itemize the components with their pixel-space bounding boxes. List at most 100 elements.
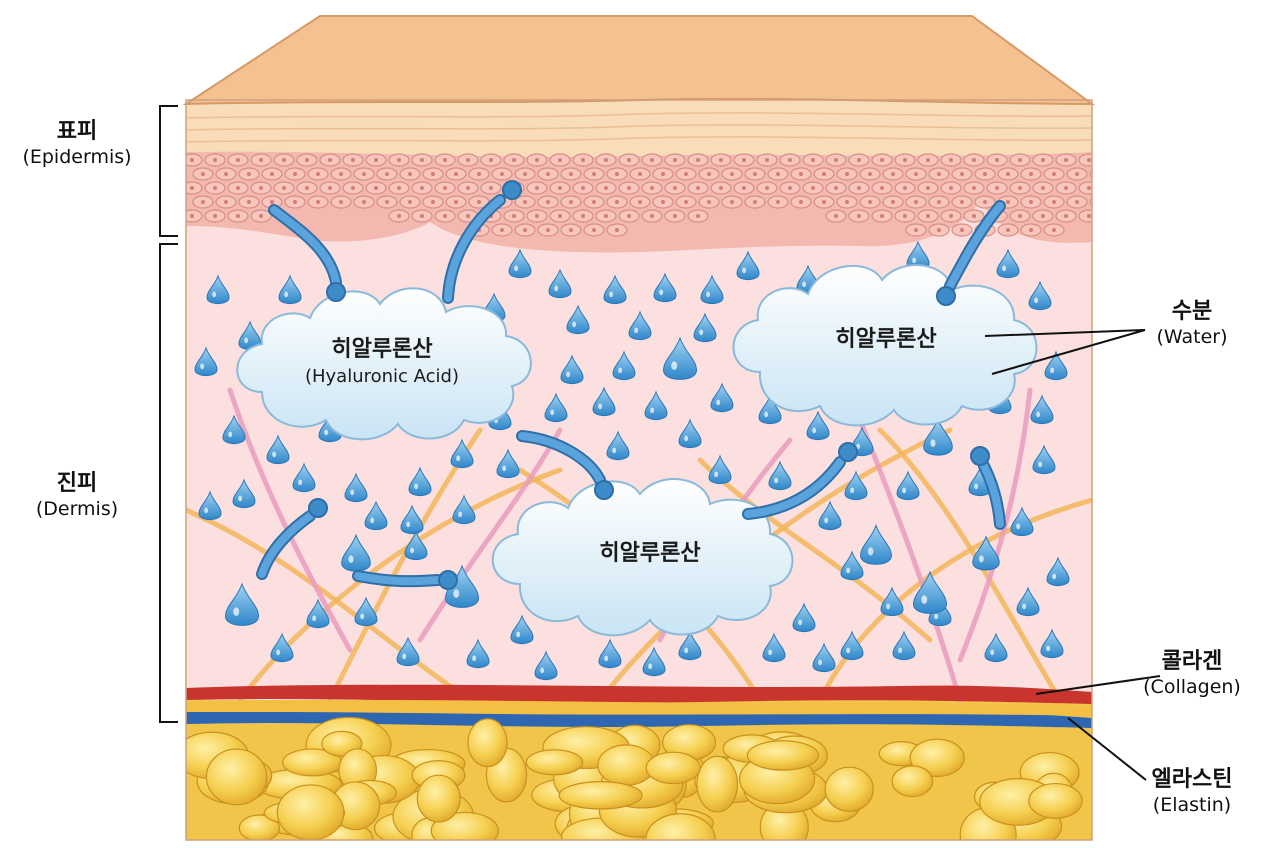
cell-nucleus (293, 172, 297, 176)
cell-nucleus (673, 186, 677, 190)
cell-nucleus (558, 214, 562, 218)
cell-nucleus (224, 200, 228, 204)
water-drop-icon (1028, 280, 1052, 311)
cell-nucleus (512, 158, 516, 162)
cell-nucleus (305, 158, 309, 162)
drop-highlight (298, 479, 303, 486)
water-label: 수분 (Water) (1122, 298, 1262, 349)
drop-highlight (979, 555, 984, 563)
cell-nucleus (581, 186, 585, 190)
cell-nucleus (1006, 172, 1010, 176)
drop-highlight (1038, 461, 1043, 468)
fiber-strand (817, 497, 1092, 703)
water-drop-icon (1010, 506, 1034, 537)
cell-nucleus (201, 200, 205, 204)
fat-globules (186, 716, 1083, 840)
drop-highlight (1052, 573, 1057, 580)
cell-nucleus (316, 172, 320, 176)
cell-nucleus (523, 200, 527, 204)
cell-nucleus (673, 158, 677, 162)
cell-nucleus (1087, 158, 1091, 162)
cell-nucleus (523, 228, 527, 232)
cell-nucleus (443, 214, 447, 218)
fat-globule (696, 755, 739, 813)
cell-nucleus (397, 186, 401, 190)
water-drop-icon (592, 386, 616, 417)
cell-nucleus (753, 200, 757, 204)
cell-nucleus (960, 228, 964, 232)
cell-nucleus (558, 186, 562, 190)
cell-nucleus (282, 158, 286, 162)
hyaluronic-cloud-center (491, 478, 794, 637)
water-drop-icon (708, 454, 732, 485)
drop-highlight (514, 265, 519, 272)
epidermis-cells (186, 153, 1092, 237)
cell-nucleus (190, 214, 194, 218)
water-drop-icon (768, 460, 792, 491)
cell-nucleus (1018, 214, 1022, 218)
flow-arrow-icon (258, 512, 314, 578)
flow-arrow-head (970, 446, 990, 466)
flow-arrow-icon (518, 432, 604, 484)
water-drop-icon (266, 434, 290, 465)
cell-nucleus (247, 200, 251, 204)
water-drop-icon (840, 630, 864, 661)
cell-nucleus (822, 172, 826, 176)
cell-nucleus (949, 186, 953, 190)
cell-nucleus (466, 214, 470, 218)
elastin-label-ko: 엘라스틴 (1151, 767, 1233, 792)
flow-arrow-icon (444, 196, 504, 302)
cell-nucleus (1064, 186, 1068, 190)
cell-nucleus (1041, 214, 1045, 218)
cell-nucleus (914, 172, 918, 176)
cell-nucleus (949, 214, 953, 218)
water-drop-icon (510, 614, 534, 645)
cell-nucleus (259, 158, 263, 162)
cell-nucleus (293, 200, 297, 204)
cell-nucleus (305, 186, 309, 190)
dermis-bracket (159, 243, 178, 723)
cell-nucleus (914, 228, 918, 232)
cell-nucleus (707, 172, 711, 176)
cell-nucleus (765, 186, 769, 190)
cell-nucleus (558, 158, 562, 162)
cell-nucleus (788, 158, 792, 162)
cloud-left-en: (Hyaluronic Acid) (304, 365, 460, 387)
water-drop-icon (1032, 444, 1056, 475)
water-drop-icon (628, 310, 652, 341)
cell-nucleus (937, 172, 941, 176)
cell-nucleus (926, 158, 930, 162)
water-drop-icon (598, 638, 622, 669)
water-drop-icon (400, 504, 424, 535)
water-drop-icon (344, 472, 368, 503)
cloud-right-ko: 히알루론산 (835, 327, 937, 352)
drop-highlight (912, 257, 917, 264)
cell-nucleus (339, 172, 343, 176)
cell-nucleus (615, 172, 619, 176)
cell-nucleus (1064, 214, 1068, 218)
cell-nucleus (949, 158, 953, 162)
cell-nucleus (983, 200, 987, 204)
cell-nucleus (259, 186, 263, 190)
cell-nucleus (661, 200, 665, 204)
drop-highlight (370, 517, 375, 524)
water-drop-icon (758, 394, 782, 425)
water-drop-icon (662, 336, 698, 380)
cell-nucleus (362, 200, 366, 204)
collagen-label: 콜라겐 (Collagen) (1122, 648, 1262, 699)
fat-globule (276, 784, 345, 840)
cell-nucleus (535, 214, 539, 218)
cell-nucleus (328, 186, 332, 190)
water-drop-icon (206, 274, 230, 305)
drop-highlight (612, 447, 617, 454)
cell-nucleus (1029, 200, 1033, 204)
cell-nucleus (926, 214, 930, 218)
drop-highlight (934, 613, 939, 620)
cloud-center-label: 히알루론산 (530, 540, 770, 569)
cell-nucleus (351, 186, 355, 190)
cell-nucleus (730, 200, 734, 204)
cell-nucleus (1064, 158, 1068, 162)
drop-highlight (886, 603, 891, 610)
epidermis-cell (1078, 181, 1092, 195)
cell-nucleus (604, 158, 608, 162)
